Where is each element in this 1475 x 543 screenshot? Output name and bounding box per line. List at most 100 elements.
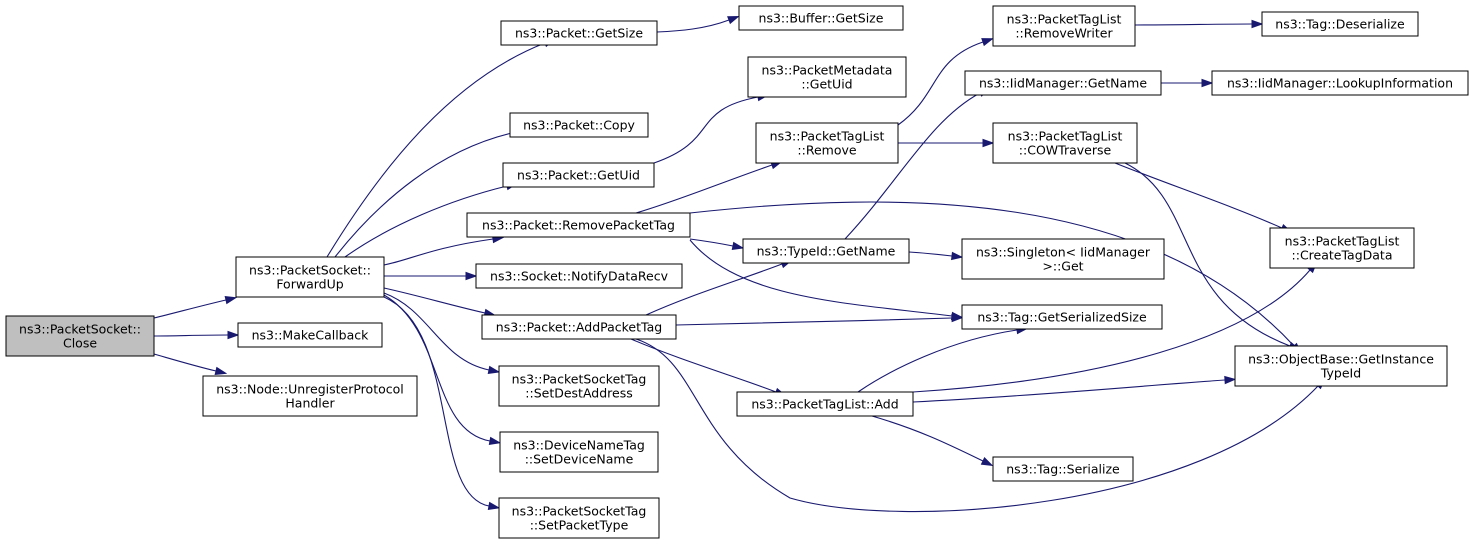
edge-arrowhead [951,313,964,323]
node-box [499,431,659,473]
node-makecallback[interactable]: ns3::MakeCallback [237,322,383,348]
edge-arrowhead [465,271,478,281]
edge-removepackettag-to-typeidgetname [689,238,745,251]
node-setpackettype[interactable]: ns3::PacketSocketTag::SetPacketType [498,497,660,539]
edge-line [1134,23,1253,26]
node-metadatagetuid[interactable]: ns3::PacketMetadata::GetUid [747,56,907,98]
edge-arrowhead [951,251,964,261]
edge-ptladd-to-getserializedsize [857,325,1029,393]
node-box [500,20,658,46]
edge-line [912,269,1311,393]
node-buffergetsize[interactable]: ns3::Buffer::GetSize [738,5,904,31]
edge-typeidgetname-to-singletonget [908,251,964,261]
node-close[interactable]: ns3::PacketSocket::Close [5,315,155,357]
node-label: Close [63,336,97,351]
edge-line [153,299,227,319]
node-label: ns3::TypeId::GetName [757,244,896,259]
edge-line [857,329,1018,393]
node-removewriter[interactable]: ns3::PacketTagList::RemoveWriter [992,5,1136,47]
edge-forwardup-to-setpackettype [383,296,501,511]
node-label: ns3::PacketTagList [1008,129,1123,144]
node-box [502,162,655,188]
node-label: ns3::PacketMetadata [762,63,893,78]
node-ptladd[interactable]: ns3::PacketTagList::Add [736,391,914,417]
node-label: TypeId [1320,366,1361,381]
node-label: Handler [285,396,335,411]
edge-line [383,292,490,371]
node-label: ns3::PacketTagList [1007,12,1122,27]
node-label: ::COWTraverse [1019,143,1112,158]
edge-iidgetname-to-lookupinformation [1161,78,1214,88]
node-box [992,122,1138,164]
node-label: ns3::Packet::AddPacketTag [496,320,662,335]
node-label: ns3::PacketSocketTag [512,504,647,519]
edge-arrowhead [1224,375,1237,385]
edge-line [383,294,491,442]
edge-arrowhead [727,15,740,25]
node-label: ns3::Socket::NotifyDataRecv [490,269,669,284]
node-label: ns3::Packet::RemovePacketTag [482,218,675,233]
edge-line [326,42,546,258]
node-forwardup[interactable]: ns3::PacketSocket::ForwardUp [235,256,385,298]
node-notifydatarecv[interactable]: ns3::Socket::NotifyDataRecv [475,263,683,289]
edge-line [334,132,513,258]
node-label: ::SetPacketType [530,518,629,533]
node-box [992,456,1134,482]
node-box [742,238,910,264]
node-getuid[interactable]: ns3::Packet::GetUid [502,162,655,188]
node-iidgetname[interactable]: ns3::IidManager::GetName [964,70,1162,96]
node-box [1261,11,1419,37]
node-tagserialize[interactable]: ns3::Tag::Serialize [992,456,1134,482]
node-addpackettag[interactable]: ns3::Packet::AddPacketTag [481,314,677,340]
node-box [466,212,691,238]
edge-arrowhead [487,501,501,511]
node-box [498,497,660,539]
node-setdestaddress[interactable]: ns3::PacketSocketTag::SetDestAddress [498,365,660,407]
node-box [992,5,1136,47]
edge-removepackettag-to-ptlremove [635,161,783,214]
node-getserializedsize[interactable]: ns3::Tag::GetSerializedSize [961,304,1163,330]
node-label: ns3::ObjectBase::GetInstance [1248,352,1434,367]
edge-typeidgetname-to-iidgetname [844,87,991,240]
edge-line [689,238,734,247]
node-removepackettag[interactable]: ns3::Packet::RemovePacketTag [466,212,691,238]
edge-line [344,185,508,258]
node-tagdeserialize[interactable]: ns3::Tag::Deserialize [1261,11,1419,37]
node-box [475,263,683,289]
edge-line [689,239,953,317]
node-typeidgetname[interactable]: ns3::TypeId::GetName [742,238,910,264]
edge-arrowhead [982,138,995,148]
edge-arrowhead [981,38,994,47]
node-box [1211,70,1469,96]
node-setdevicename[interactable]: ns3::DeviceNameTag::SetDeviceName [499,431,659,473]
edge-forwardup-to-notifydatarecv [384,271,478,281]
edge-addpackettag-to-getserializedsize [675,313,964,326]
node-label: ns3::PacketTagList [1285,234,1400,249]
node-label: >::Get [1042,259,1083,274]
node-cowtraverse[interactable]: ns3::PacketTagList::COWTraverse [992,122,1138,164]
node-getsize[interactable]: ns3::Packet::GetSize [500,20,658,46]
node-createtagdata[interactable]: ns3::PacketTagList::CreateTagData [1269,227,1415,269]
node-label: ::RemoveWriter [1015,26,1113,41]
edge-arrowhead [1201,78,1214,88]
node-label: ns3::Node::UnregisterProtocol [216,382,404,397]
node-label: ns3::Packet::GetSize [515,26,643,41]
edge-line [1124,162,1291,347]
edge-line [630,338,777,393]
node-ptlremove[interactable]: ns3::PacketTagList::Remove [755,122,899,164]
node-label: ns3::Tag::GetSerializedSize [977,310,1147,325]
node-box [755,122,899,164]
edge-forwardup-to-setdestaddress [383,292,501,375]
edge-line [383,238,494,266]
edge-line [153,353,217,372]
edge-line [645,263,783,316]
node-label: ns3::Tag::Serialize [1006,462,1120,477]
node-copy[interactable]: ns3::Packet::Copy [509,112,649,138]
node-label: ns3::Buffer::GetSize [759,11,884,26]
node-singletonget[interactable]: ns3::Singleton< IidManager>::Get [961,238,1165,280]
edge-arrowhead [731,241,745,251]
node-lookupinformation[interactable]: ns3::IidManager::LookupInformation [1211,70,1469,96]
